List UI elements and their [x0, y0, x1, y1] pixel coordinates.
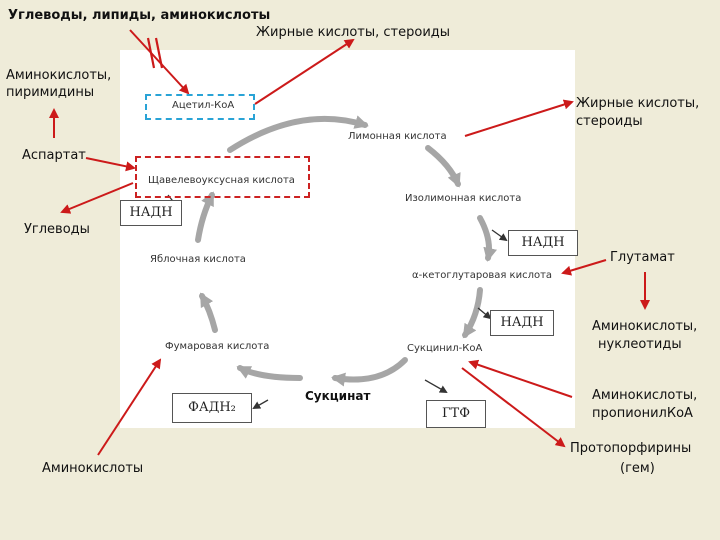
- cycle-arrows: [195, 115, 497, 387]
- aminoacids-pyrimidines-line1: Аминокислоты,: [6, 68, 112, 83]
- succinyl-coa-label: Сукцинил-КоА: [407, 343, 483, 354]
- fumarate-label: Фумаровая кислота: [165, 341, 270, 352]
- red-arrows: [49, 29, 650, 456]
- carbohydrates-label: Углеводы: [24, 222, 90, 237]
- glutamate-label: Глутамат: [610, 250, 675, 265]
- arrow-aminoacids-to-fumarate: [97, 358, 162, 456]
- arrow-aspartate-to-oxaloacetate: [85, 157, 136, 172]
- arrow-inputs-to-acetylcoa: [129, 29, 190, 95]
- aminoacids-nucleotides-line1: Аминокислоты,: [592, 319, 698, 334]
- fatty-acids-top-label: Жирные кислоты, стероиды: [256, 25, 451, 40]
- fatty-acids-right-line2: стероиды: [576, 114, 643, 129]
- title-label: Углеводы, липиды, аминокислоты: [8, 8, 271, 23]
- aminoacids-propionyl-line2: пропионилКоА: [592, 406, 693, 421]
- isocitrate-label: Изолимонная кислота: [405, 193, 522, 204]
- aminoacids-bottom-label: Аминокислоты: [42, 461, 144, 476]
- gtp-box: ГТФ: [426, 400, 486, 428]
- cycle-arrow-citrate-to-isocitrate: [425, 145, 461, 188]
- fatty-acids-right-line1: Жирные кислоты,: [576, 96, 700, 111]
- akg-label: α-кетоглутаровая кислота: [412, 270, 553, 281]
- cycle-arrow-succinylcoa-to-succinate: [331, 357, 408, 387]
- aminoacids-propionyl-line1: Аминокислоты,: [592, 388, 698, 403]
- arrow-aminoacids-to-succinylcoa: [468, 359, 573, 398]
- aspartate-label: Аспартат: [22, 148, 86, 163]
- acetyl-coa-label: Ацетил-КоА: [172, 100, 235, 111]
- cycle-arrow-akg-to-succinylcoa: [462, 287, 483, 339]
- aminoacids-nucleotides-line2: нуклеотиды: [598, 337, 682, 352]
- oxaloacetate-highlight: [135, 156, 310, 198]
- protoporphyrins-line1: Протопорфирины: [570, 441, 692, 456]
- arrow-succinylcoa-to-protoporphyrins: [461, 367, 566, 448]
- cycle-arrow-fumarate-to-malate: [199, 292, 218, 333]
- fadh2-box: ФАДН₂: [172, 393, 252, 423]
- arrow-oxaloacetate-to-carbs: [60, 182, 134, 214]
- arrow-citrate-to-fatty-acids: [464, 99, 574, 137]
- succinate-label: Сукцинат: [305, 389, 371, 403]
- protoporphyrins-line2: (гем): [620, 461, 655, 476]
- aminoacids-pyrimidines-line2: пиримидины: [6, 85, 95, 100]
- arrow-glutamate-to-akg: [561, 259, 607, 276]
- nadh-box-2: НАДН: [508, 230, 578, 256]
- citrate-label: Лимонная кислота: [348, 131, 447, 142]
- malate-label: Яблочная кислота: [150, 254, 246, 265]
- cycle-arrow-succinate-to-fumarate: [236, 365, 303, 381]
- nadh-box-1: НАДН: [120, 200, 182, 226]
- arrow-acetylcoa-to-fatty-acids: [254, 38, 355, 105]
- acetylcoa-highlight: [145, 94, 255, 120]
- cycle-arrow-acetyl-to-citrate: [227, 115, 369, 153]
- oxaloacetate-label: Щавелевоуксусная кислота: [148, 175, 295, 186]
- nadh-box-3: НАДН: [490, 310, 554, 336]
- cycle-arrow-malate-to-oxaloacetate: [195, 191, 215, 243]
- cycle-arrow-isocitrate-to-akg: [477, 215, 497, 262]
